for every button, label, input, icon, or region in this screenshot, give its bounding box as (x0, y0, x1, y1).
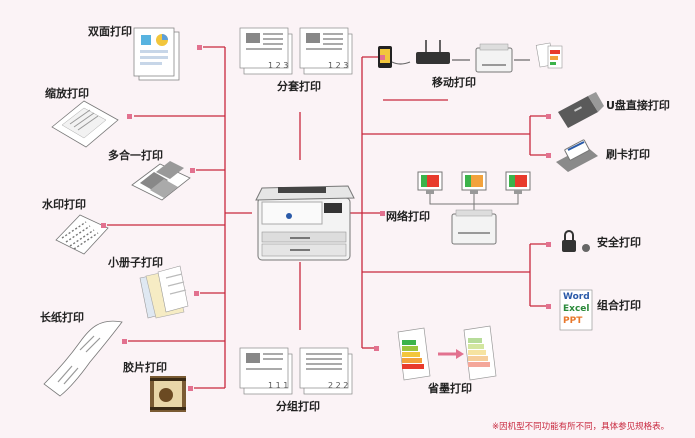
combo-print-icon (559, 289, 593, 331)
booklet-print-icon (139, 265, 189, 319)
label-card: 刷卡打印 (606, 148, 650, 161)
marker (101, 223, 106, 228)
label-nup: 多合一打印 (108, 149, 163, 162)
collate-page-numbers-a: 1 2 3 (268, 61, 289, 70)
label-duplex: 双面打印 (88, 25, 132, 38)
label-zoom: 缩放打印 (45, 87, 89, 100)
marker (380, 55, 385, 60)
group-page-numbers-a: 1 1 1 (268, 381, 289, 390)
label-network: 网络打印 (386, 210, 430, 223)
label-film: 胶片打印 (123, 361, 167, 374)
marker (127, 114, 132, 119)
collate-print-icon (239, 27, 353, 75)
n-up-print-icon (131, 161, 191, 201)
group-print-icon (239, 347, 353, 395)
label-secure: 安全打印 (597, 236, 641, 249)
excel-label: Excel (563, 304, 590, 314)
label-long-paper: 长纸打印 (40, 311, 84, 324)
mobile-print-icon (378, 40, 563, 73)
label-toner-save: 省墨打印 (428, 382, 472, 395)
footnote: ※因机型不同功能有所不同，具体参见规格表。 (492, 422, 670, 432)
collate-page-numbers-b: 1 2 3 (328, 61, 349, 70)
ppt-label: PPT (563, 316, 583, 326)
label-mobile: 移动打印 (432, 76, 476, 89)
card-reader-icon (556, 139, 598, 172)
word-label: Word (563, 292, 590, 302)
marker (374, 346, 379, 351)
marker (190, 168, 195, 173)
marker (546, 242, 551, 247)
watermark-print-icon (55, 214, 109, 255)
label-collate: 分套打印 (277, 80, 321, 93)
film-print-icon (150, 376, 186, 412)
label-combo: 组合打印 (597, 299, 641, 312)
label-watermark: 水印打印 (42, 198, 86, 211)
group-page-numbers-b: 2 2 2 (328, 381, 349, 390)
marker (188, 386, 193, 391)
marker (197, 45, 202, 50)
marker (380, 211, 385, 216)
marker (194, 291, 199, 296)
network-print-icon (417, 171, 531, 245)
central-printer (255, 185, 355, 261)
zoom-print-icon (51, 100, 119, 148)
duplex-print-icon (133, 27, 180, 81)
marker (546, 304, 551, 309)
usb-drive-icon (558, 92, 604, 128)
marker (546, 114, 551, 119)
marker (122, 339, 127, 344)
long-paper-print-icon (43, 320, 123, 397)
marker (546, 153, 551, 158)
label-usb: U盘直接打印 (606, 99, 670, 112)
toner-save-icon (397, 325, 497, 381)
secure-print-icon (562, 230, 590, 252)
label-booklet: 小册子打印 (108, 256, 163, 269)
label-group: 分组打印 (276, 400, 320, 413)
